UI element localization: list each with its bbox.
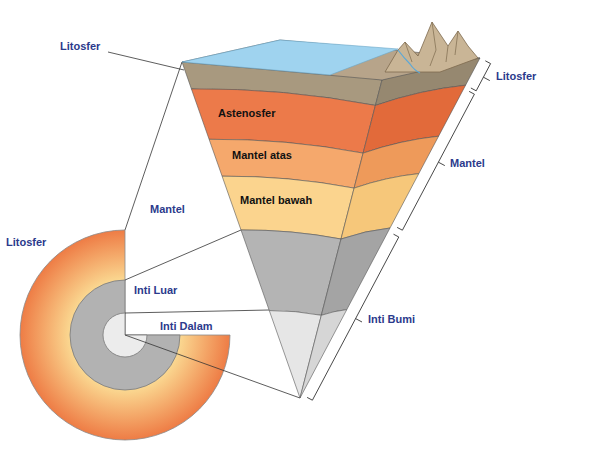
layer-band: Astenosfer <box>216 106 280 122</box>
surface <box>182 22 480 80</box>
layer-name: Mantel bawah <box>240 194 315 206</box>
layer-band: Mantel bawah <box>238 193 317 209</box>
layer-name: Astenosfer <box>218 107 278 119</box>
part-label: Inti Bumi <box>368 313 415 325</box>
part-label: Litosfer <box>496 70 536 82</box>
layer-band: Mantel atas <box>230 148 296 164</box>
part-label: Litosfer <box>6 236 46 248</box>
wedge-side <box>300 58 480 398</box>
braces <box>307 61 491 400</box>
part-label: Mantel <box>450 157 485 169</box>
part-label: Mantel <box>150 203 185 215</box>
part-label: Litosfer <box>60 40 100 52</box>
layer-name: Mantel atas <box>232 149 294 161</box>
part-label: Inti Dalam <box>160 320 213 332</box>
part-label: Inti Luar <box>134 284 177 296</box>
